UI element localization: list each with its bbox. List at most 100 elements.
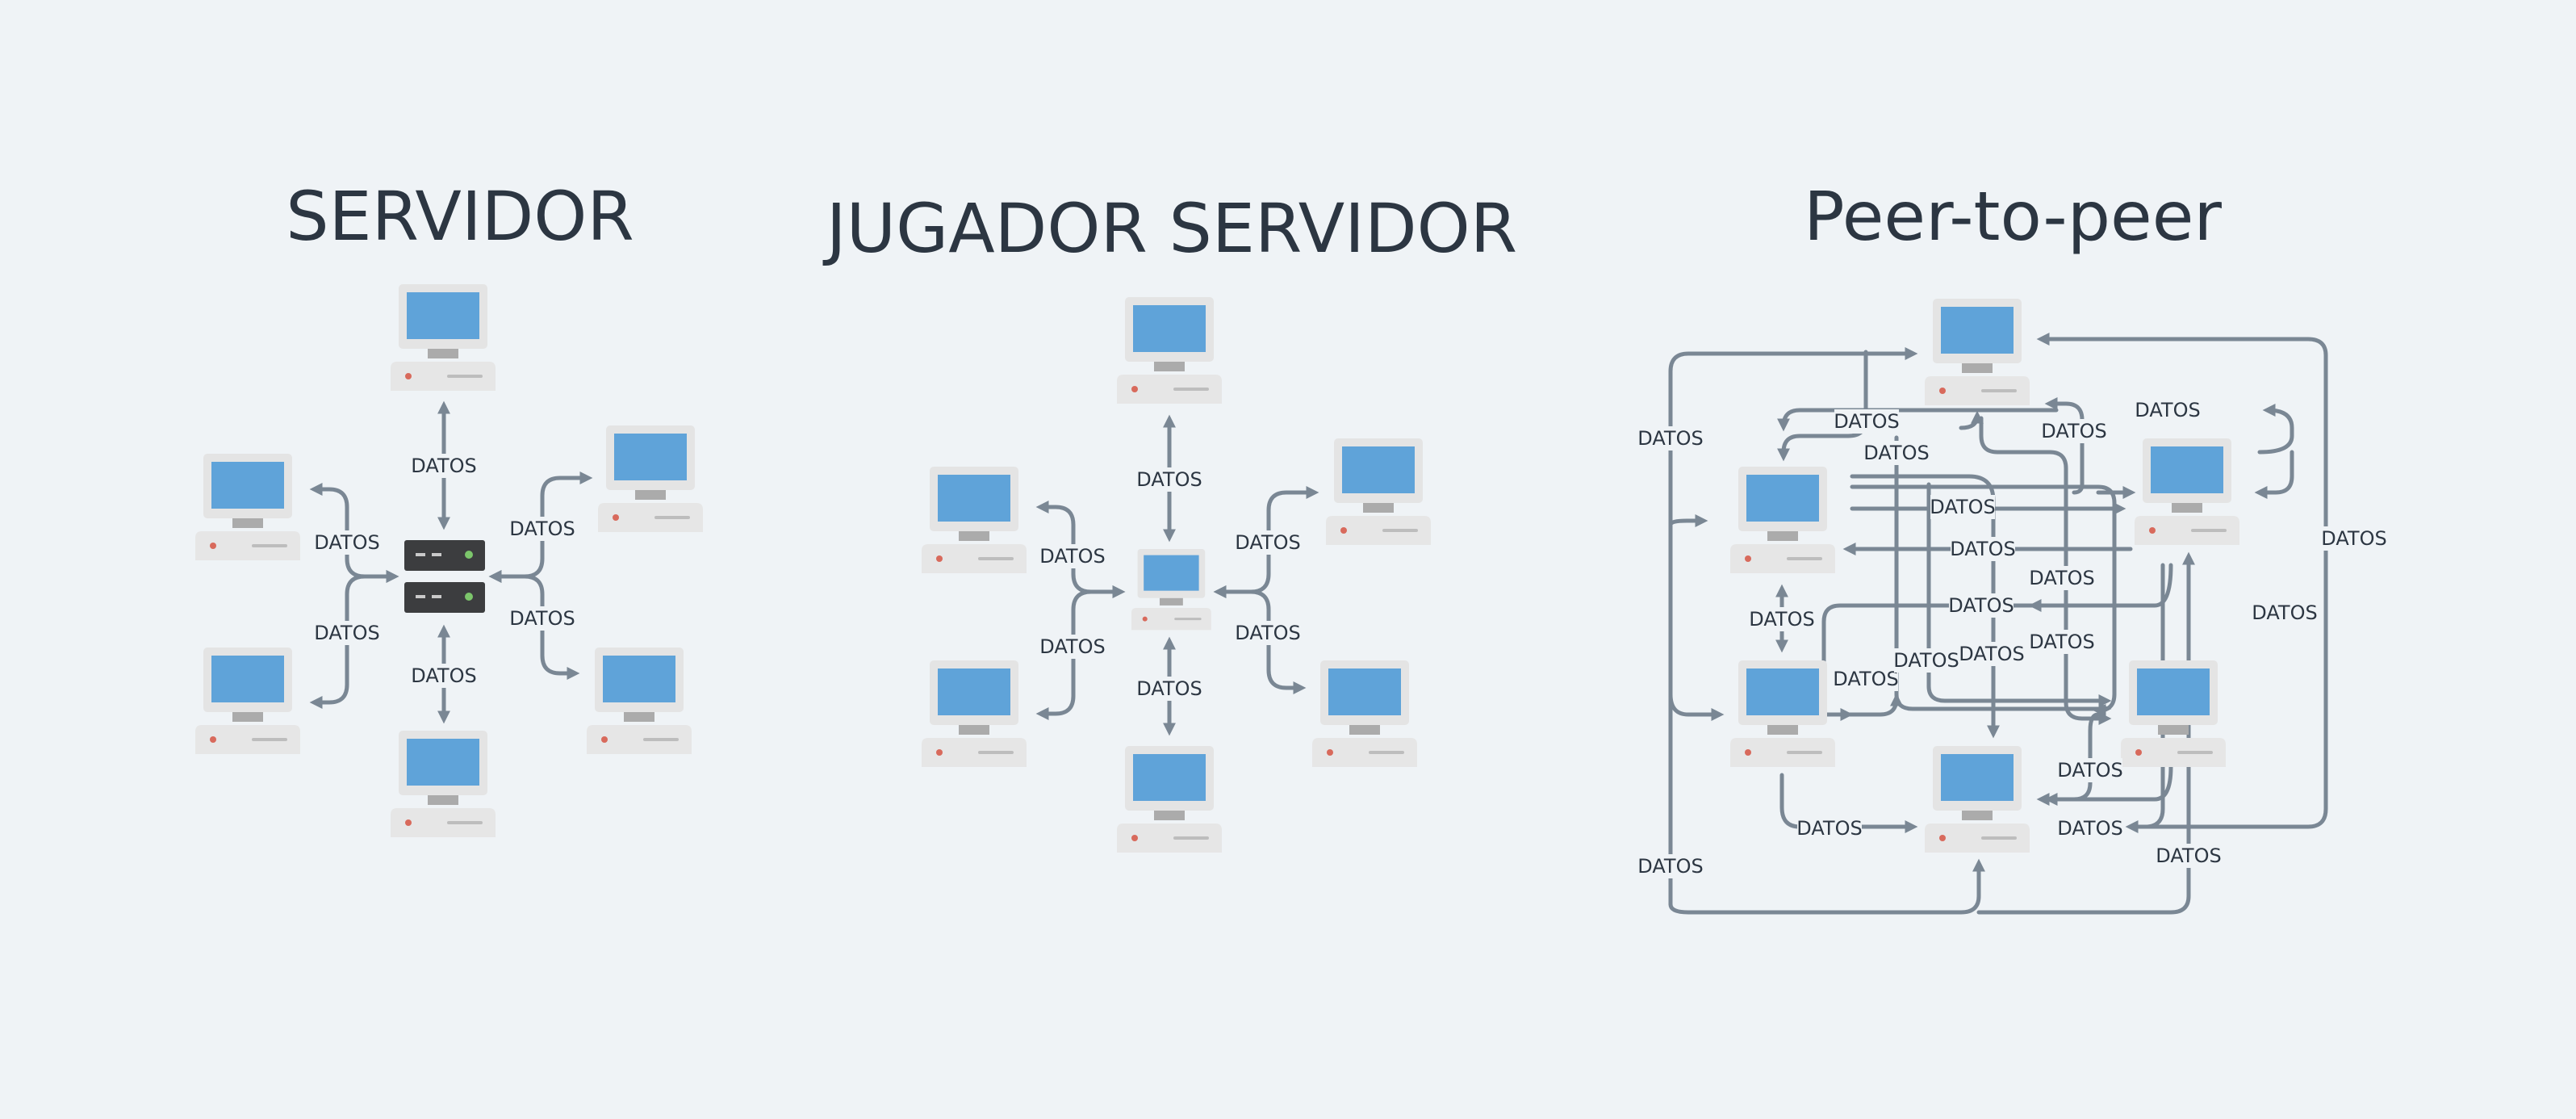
screen — [938, 475, 1010, 522]
link-right-left-upper-top — [1777, 408, 2059, 432]
svg-text:DATOS: DATOS — [1235, 531, 1300, 554]
link-outer-bottom — [1668, 858, 1986, 915]
power-led-icon — [936, 555, 943, 562]
svg-text:DATOS: DATOS — [2041, 420, 2106, 442]
datos-label-6: DATOS — [1930, 495, 1996, 519]
computer-top — [391, 284, 496, 391]
screen — [1746, 475, 1819, 522]
link-right-upper-mid — [2028, 563, 2173, 613]
screen — [211, 462, 284, 509]
power-led-icon — [210, 736, 216, 743]
datos-label-1: DATOS — [1637, 426, 1704, 451]
svg-text:DATOS: DATOS — [1950, 538, 2015, 560]
screen — [1144, 555, 1199, 591]
central-server — [404, 540, 485, 613]
svg-text:DATOS: DATOS — [1930, 496, 1995, 518]
screen — [211, 656, 284, 702]
datos-label-bottom: DATOS — [1136, 677, 1202, 701]
power-led-icon — [936, 749, 943, 756]
svg-text:DATOS: DATOS — [509, 607, 575, 630]
datos-label-18: DATOS — [1796, 816, 1863, 840]
computer-left-upper — [195, 454, 300, 560]
datos-label-9: DATOS — [1948, 593, 2014, 618]
datos-label-14: DATOS — [1959, 642, 2025, 666]
datos-label-left-upper: DATOS — [314, 530, 380, 555]
power-led-icon — [2149, 527, 2156, 534]
svg-text:DATOS: DATOS — [1039, 635, 1105, 658]
link-outer-right-top — [2036, 332, 2328, 829]
peer-bottom — [1925, 746, 2030, 853]
link-left-lower-cross — [1846, 693, 1903, 717]
datos-label-left-lower: DATOS — [1039, 635, 1106, 659]
datos-label-top: DATOS — [411, 454, 477, 478]
datos-label-13: DATOS — [1893, 648, 1959, 673]
datos-label-left-upper: DATOS — [1039, 544, 1106, 568]
peer-top — [1925, 299, 2030, 405]
power-led-icon — [1939, 388, 1946, 394]
svg-text:DATOS: DATOS — [314, 622, 379, 644]
svg-text:DATOS: DATOS — [2135, 399, 2200, 421]
power-led-icon — [1745, 555, 1751, 562]
screen — [407, 292, 479, 339]
svg-text:DATOS: DATOS — [2057, 759, 2122, 782]
svg-text:DATOS: DATOS — [411, 664, 476, 687]
datos-label-17: DATOS — [2057, 758, 2123, 782]
svg-text:DATOS: DATOS — [2156, 844, 2221, 867]
svg-text:DATOS: DATOS — [1959, 643, 2024, 665]
link-left-lower-in — [1668, 692, 1725, 722]
datos-label-bottom: DATOS — [411, 664, 477, 688]
link-cross-2 — [1926, 482, 2112, 708]
link-right-lower-to-bottom — [2036, 712, 2101, 807]
screen — [1941, 754, 2014, 801]
computer-left-lower — [195, 648, 300, 754]
screen — [938, 668, 1010, 715]
svg-text:DATOS: DATOS — [1235, 622, 1300, 644]
computer-top — [1117, 297, 1222, 404]
link-top-left-upper — [1776, 350, 1868, 462]
datos-label-right-upper: DATOS — [1235, 530, 1301, 555]
screen — [1746, 668, 1819, 715]
datos-label-5: DATOS — [2135, 398, 2201, 422]
status-led-icon — [465, 593, 473, 601]
datos-label-12: DATOS — [1833, 667, 1899, 691]
power-led-icon — [1131, 386, 1138, 392]
link-outer-left-top — [1668, 346, 1918, 907]
power-led-icon — [210, 543, 216, 549]
peer-right-upper — [2135, 438, 2239, 545]
power-led-icon — [1745, 749, 1751, 756]
screen — [1133, 754, 1206, 801]
computer-left-lower — [922, 660, 1027, 767]
screen — [1328, 668, 1401, 715]
datos-label-top: DATOS — [1136, 467, 1202, 492]
power-led-icon — [601, 736, 608, 743]
datos-label-20: DATOS — [2156, 844, 2222, 868]
power-led-icon — [1327, 749, 1333, 756]
power-led-icon — [1131, 835, 1138, 841]
datos-label-left-lower: DATOS — [314, 621, 380, 645]
svg-text:DATOS: DATOS — [314, 531, 379, 554]
link-right-lower-bottom — [2044, 765, 2173, 807]
power-led-icon — [405, 373, 412, 379]
power-led-icon — [1142, 616, 1148, 622]
svg-text:DATOS: DATOS — [2321, 527, 2386, 550]
svg-text:DATOS: DATOS — [1948, 594, 2014, 617]
datos-label-2: DATOS — [1834, 409, 1900, 434]
svg-text:DATOS: DATOS — [1136, 677, 1202, 700]
screen — [2151, 446, 2223, 493]
svg-text:DATOS: DATOS — [1796, 817, 1862, 840]
power-led-icon — [613, 514, 619, 521]
panel-title-servidor: SERVIDOR — [286, 177, 634, 256]
link-top-down-stub — [1959, 410, 1984, 430]
link-right-in — [2254, 450, 2294, 500]
computer-right-lower — [587, 648, 692, 754]
connection-arrows — [309, 332, 2328, 915]
data-flow-labels: DATOSDATOSDATOSDATOSDATOSDATOSDATOSDATOS… — [314, 398, 2387, 878]
datos-label-right-lower: DATOS — [509, 606, 575, 631]
screen — [1941, 307, 2014, 354]
svg-text:DATOS: DATOS — [2057, 817, 2122, 840]
svg-text:DATOS: DATOS — [1834, 410, 1899, 433]
svg-text:DATOS: DATOS — [1637, 855, 1703, 878]
peer-left-lower — [1730, 660, 1835, 767]
player-server-computer — [1131, 549, 1211, 631]
